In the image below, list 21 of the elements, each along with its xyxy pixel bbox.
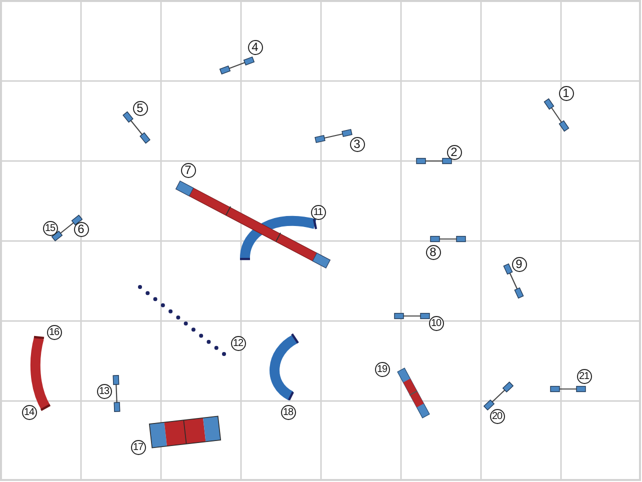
callout-number: 2 xyxy=(446,144,462,160)
callout-number: 12 xyxy=(230,336,246,350)
callout-number: 16 xyxy=(46,324,62,340)
callout-number: 5 xyxy=(132,100,148,116)
callout-number: 13 xyxy=(96,384,112,398)
callout-number: 9 xyxy=(512,256,526,272)
callout-number: 8 xyxy=(426,244,440,260)
callout-number: 3 xyxy=(350,136,364,152)
callout-number: 14 xyxy=(22,404,36,420)
callout-number: 7 xyxy=(180,162,196,178)
callout-number: 4 xyxy=(248,40,262,54)
callout-number: 1 xyxy=(558,86,574,100)
callout-number: 21 xyxy=(576,368,592,384)
callout-number: 10 xyxy=(428,316,444,330)
callout-number: 18 xyxy=(280,404,296,420)
callout-number: 15 xyxy=(42,220,58,236)
callout-number: 20 xyxy=(490,408,504,424)
callout-number: 11 xyxy=(310,204,326,220)
callout-number: 17 xyxy=(130,440,146,454)
callout-number: 19 xyxy=(374,362,390,376)
callout-number: 6 xyxy=(74,222,88,236)
